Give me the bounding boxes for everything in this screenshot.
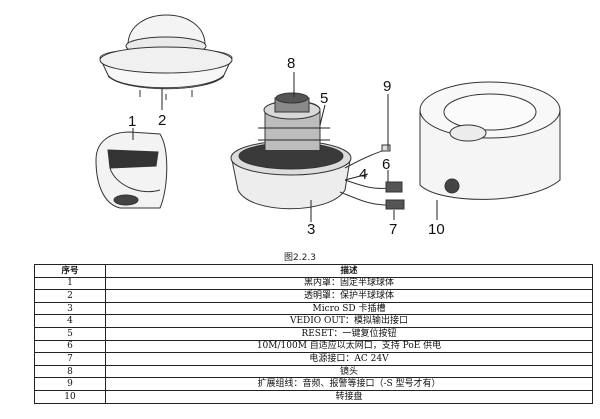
camera-cables <box>339 96 405 210</box>
row-number: 6 <box>34 339 106 354</box>
callout-1: 1 <box>128 113 137 130</box>
mounting-adapter <box>419 81 561 200</box>
header-description: 描述 <box>105 264 593 278</box>
row-description: 透明罩：保护半球球体 <box>105 289 593 303</box>
row-number: 3 <box>34 301 106 316</box>
callout-7: 7 <box>389 221 398 238</box>
row-description: 镜头 <box>105 364 593 379</box>
figure-caption: 图2.2.3 <box>284 253 316 263</box>
callout-8: 8 <box>287 55 296 72</box>
row-number: 8 <box>34 364 106 379</box>
row-number: 5 <box>34 326 106 341</box>
table-header-row: 序号 描述 <box>34 264 593 278</box>
header-number: 序号 <box>34 264 106 278</box>
row-number: 9 <box>34 377 106 391</box>
row-description: 黑内罩：固定半球球体 <box>105 276 593 291</box>
row-description: 10M/100M 自适应以太网口，支持 PoE 供电 <box>105 339 593 354</box>
row-description: 扩展组线：音频、报警等接口（-S 型号才有） <box>105 377 593 391</box>
black-inner-cover <box>95 131 168 209</box>
row-number: 10 <box>34 389 106 404</box>
callout-4: 4 <box>359 166 368 183</box>
callout-5: 5 <box>320 90 329 107</box>
row-number: 4 <box>34 314 106 328</box>
camera-parts-drawing <box>95 14 561 222</box>
callout-2: 2 <box>158 112 167 129</box>
row-description: Micro SD 卡插槽 <box>105 301 593 316</box>
callout-9: 9 <box>383 78 392 95</box>
camera-body <box>230 92 352 210</box>
row-description: 转接盘 <box>105 389 593 404</box>
callout-3: 3 <box>307 221 316 238</box>
callout-10: 10 <box>428 221 445 238</box>
callout-6: 6 <box>382 156 391 173</box>
transparent-dome-cover <box>99 14 233 100</box>
callout-leader-lines <box>132 72 438 222</box>
row-number: 1 <box>34 276 106 291</box>
row-description: VEDIO OUT：模拟输出接口 <box>105 314 593 328</box>
row-description: 电源接口：AC 24V <box>105 352 593 366</box>
row-number: 2 <box>34 289 106 303</box>
row-number: 7 <box>34 352 106 366</box>
row-description: RESET：一键复位按钮 <box>105 326 593 341</box>
camera-exploded-diagram: 1 2 3 4 5 6 7 8 9 10 <box>95 14 561 238</box>
